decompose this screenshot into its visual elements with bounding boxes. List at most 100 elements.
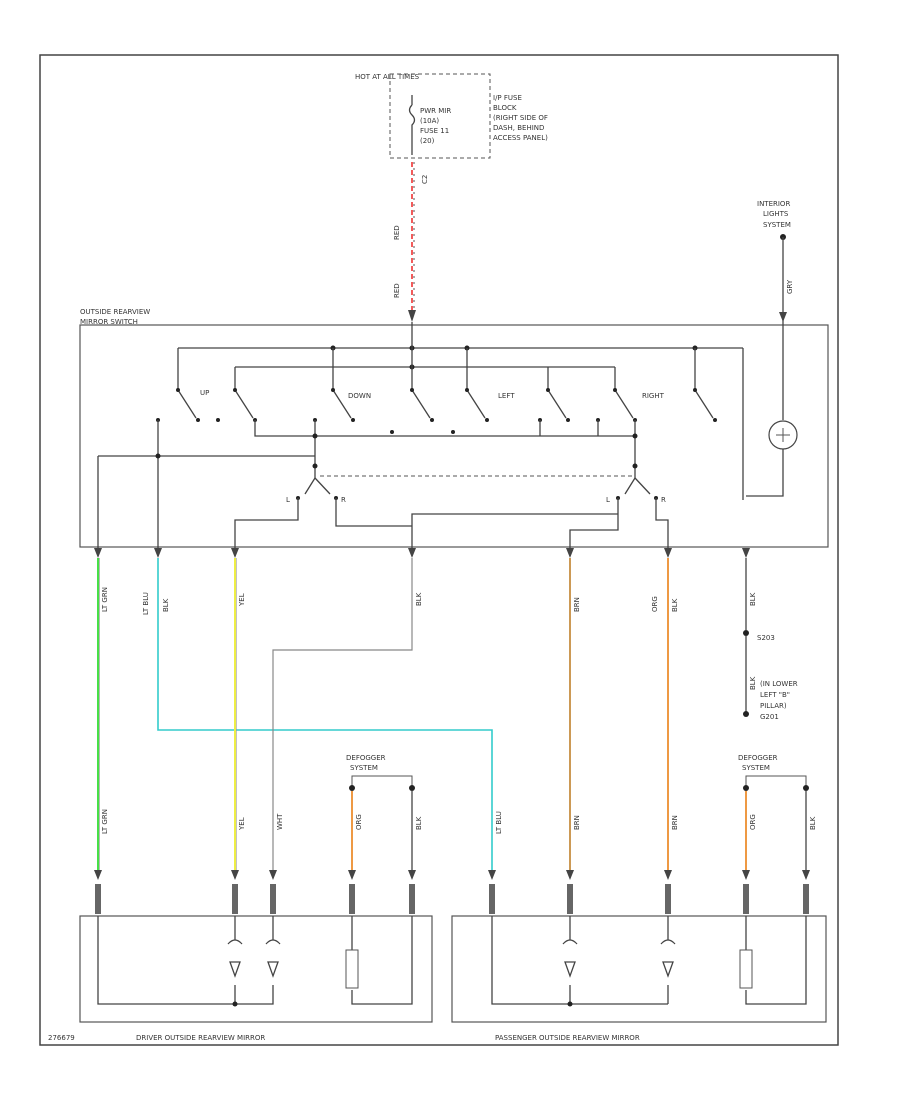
switch-drops — [332, 322, 696, 390]
fuse-block-label-5: ACCESS PANEL) — [493, 134, 548, 142]
fuse-rating: (10A) — [420, 117, 439, 125]
footer-driver: DRIVER OUTSIDE REARVIEW MIRROR — [136, 1034, 265, 1042]
switch-left-label: LEFT — [498, 392, 515, 400]
driver-mirror-box — [79, 915, 433, 1023]
passenger-internal-wiring — [491, 916, 807, 1005]
label-w7: BLK — [749, 592, 757, 606]
driver-node — [232, 1001, 238, 1007]
selector-l2: L — [606, 496, 610, 504]
passenger-mirror-box — [451, 915, 827, 1023]
node-b — [632, 433, 638, 439]
defogger-right-node-b — [803, 785, 809, 791]
switch-left-node — [155, 453, 161, 459]
defogger-right-line-2: SYSTEM — [742, 764, 770, 772]
interior-connector — [779, 312, 787, 322]
driver-internal-wiring — [97, 916, 413, 1005]
label-def-c: ORG — [749, 814, 757, 830]
switch-box — [79, 324, 829, 548]
red-wire-label-lower: RED — [393, 283, 401, 298]
fuse-block-dashed — [389, 73, 491, 159]
label-w2: LT BLU — [142, 592, 150, 615]
footer-passenger: PASSENGER OUTSIDE REARVIEW MIRROR — [495, 1034, 640, 1042]
hot-label: HOT AT ALL TIMES — [355, 73, 420, 81]
switch-connector-top — [408, 310, 416, 322]
ground-loc-1: (IN LOWER — [760, 680, 798, 688]
defogger-left-node-a — [349, 785, 355, 791]
selector-l1: L — [286, 496, 290, 504]
red-wire-label-upper: RED — [393, 225, 401, 240]
label-w6-low: BRN — [671, 815, 679, 830]
ground-loc-2: LEFT "B" — [760, 691, 790, 699]
splice-label: S203 — [757, 634, 775, 642]
ground-node — [743, 711, 749, 717]
fuse-block-label-2: BLOCK — [493, 104, 517, 112]
label-w1-low: LT GRN — [101, 809, 109, 834]
switch-title-1: OUTSIDE REARVIEW — [80, 308, 150, 316]
switch-top-bus — [177, 347, 744, 500]
label-w3-low: YEL — [238, 817, 246, 831]
interior-label-2: LIGHTS — [763, 210, 789, 218]
lamp-filament — [776, 428, 790, 442]
passenger-node — [567, 1001, 573, 1007]
interior-label-3: SYSTEM — [763, 221, 791, 229]
fuse-name: PWR MIR — [420, 107, 451, 115]
selector-r2: R — [661, 496, 666, 504]
label-w5-low: BRN — [573, 815, 581, 830]
driver-motor-1-icon — [227, 939, 243, 978]
wire-blk-center — [272, 558, 413, 870]
label-w8-low: LT BLU — [495, 811, 503, 834]
switch-left-return — [97, 455, 315, 548]
selector-outputs — [234, 498, 669, 548]
node-c — [312, 463, 318, 469]
fuse-block-label-1: I/P FUSE — [493, 94, 522, 102]
outer-frame — [39, 54, 839, 1046]
switch-down-label: DOWN — [348, 392, 371, 400]
label-def-b: BLK — [415, 816, 423, 830]
lamp-return — [746, 449, 784, 497]
defogger-left-line-2: SYSTEM — [350, 764, 378, 772]
switch-center-drops — [314, 436, 636, 478]
defogger-left-node-b — [409, 785, 415, 791]
label-w3: YEL — [238, 593, 246, 607]
label-w5: BRN — [573, 597, 581, 612]
switch-bottom-connectors — [94, 548, 750, 558]
label-w2b: BLK — [162, 598, 170, 612]
switch-title-2: MIRROR SWITCH — [80, 318, 138, 326]
footer-code: 276679 — [48, 1034, 75, 1042]
defogger-left-line-1: DEFOGGER — [346, 754, 386, 762]
defogger-right-line-1: DEFOGGER — [738, 754, 778, 762]
defogger-left-bracket — [351, 775, 413, 786]
interior-wire-label: GRY — [786, 279, 794, 294]
switch-fixed-contacts — [156, 418, 600, 434]
label-w4: BLK — [415, 592, 423, 606]
label-w6b: BLK — [671, 598, 679, 612]
driver-motor-2-icon — [265, 939, 281, 978]
switch-inner-bus — [234, 366, 616, 390]
label-def-d: BLK — [809, 816, 817, 830]
label-w6: ORG — [651, 596, 659, 612]
bus-nodes — [330, 345, 698, 370]
interior-label-1: INTERIOR — [757, 200, 790, 208]
label-def-a: ORG — [355, 814, 363, 830]
splice-node — [743, 630, 749, 636]
defogger-right-bracket — [745, 775, 807, 786]
fuse-pin-label: C2 — [421, 175, 429, 184]
passenger-motor-1-icon — [562, 939, 578, 978]
node-a — [312, 433, 318, 439]
mirror-connectors — [94, 870, 810, 914]
fuse-block-label-3: (RIGHT SIDE OF — [493, 114, 548, 122]
switch-up-label: UP — [200, 389, 209, 397]
ground-loc-3: PILLAR) — [760, 702, 787, 710]
ground-wire-label: BLK — [749, 676, 757, 690]
fuse-icon — [408, 95, 416, 155]
fuse-sub: (20) — [420, 137, 435, 145]
selector-left — [304, 477, 651, 495]
selector-r1: R — [341, 496, 346, 504]
passenger-heater-element — [739, 949, 753, 989]
label-w4-low: WHT — [276, 813, 284, 830]
switch-lower-bus — [157, 420, 636, 548]
switch-contacts — [176, 388, 717, 422]
fuse-block-label-4: DASH, BEHIND — [493, 124, 544, 132]
switch-right-label: RIGHT — [642, 392, 665, 400]
